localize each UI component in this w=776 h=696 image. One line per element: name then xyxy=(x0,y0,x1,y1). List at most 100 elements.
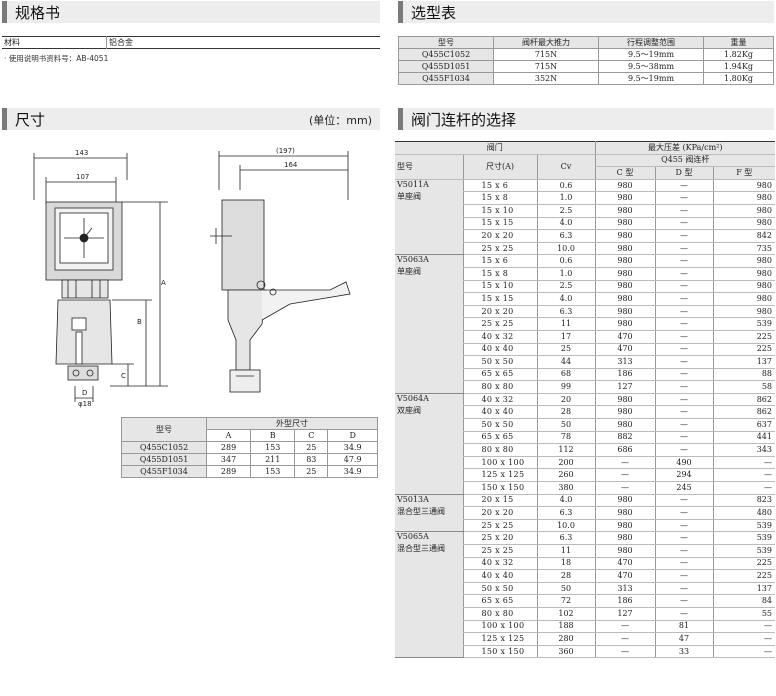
table-row: Q455D1051 715N 9.5～38mm 1.94Kg xyxy=(398,60,774,73)
vt-size: 40 x 32 xyxy=(462,393,537,407)
vt-cv: 4.0 xyxy=(536,292,595,306)
vt-c-type: 980 xyxy=(594,506,655,520)
vt-cv: 78 xyxy=(536,431,595,445)
dims-header-row: 型号 外型尺寸 xyxy=(121,417,378,442)
vt-f-type: 980 xyxy=(712,204,775,218)
vt-cv: 380 xyxy=(536,481,595,495)
vt-size: 40 x 40 xyxy=(462,569,537,583)
vt-cv: 4.0 xyxy=(536,494,595,508)
vt-f-type: 225 xyxy=(712,343,775,357)
dims-d: 34.9 xyxy=(327,465,378,478)
vt-cv: 112 xyxy=(536,443,595,457)
vt-cv: 50 xyxy=(536,582,595,596)
vt-c-type: 186 xyxy=(594,368,655,382)
sel-weight: 1.94Kg xyxy=(703,60,774,73)
dims-a: 289 xyxy=(205,441,252,454)
vt-c-type: 980 xyxy=(594,292,655,306)
dims-h-model: 型号 xyxy=(121,417,207,442)
sel-h-weight: 重量 xyxy=(703,36,774,49)
vt-c-type: — xyxy=(594,456,655,470)
vt-size: 40 x 40 xyxy=(462,405,537,420)
vt-cv: 2.5 xyxy=(536,204,595,218)
vt-h-model: 型号 xyxy=(395,154,463,180)
vt-cv: 200 xyxy=(536,456,595,470)
dims-model: Q455C1052 xyxy=(121,441,207,454)
vt-c-type: 980 xyxy=(594,204,655,218)
dimensions-table: 型号 外型尺寸 A B C D Q455C1052 289 153 25 34.… xyxy=(121,417,378,478)
vt-cv: 50 xyxy=(536,418,595,432)
vt-cv: 1.0 xyxy=(536,267,595,281)
vt-f-type: 842 xyxy=(712,229,775,243)
dim-107-label: 107 xyxy=(76,173,89,181)
vt-size: 20 x 15 xyxy=(462,494,537,508)
vt-d-type: — xyxy=(654,594,713,608)
selection-title: 选型表 xyxy=(411,4,457,22)
vt-cv: 102 xyxy=(536,607,595,621)
vt-c-type: 980 xyxy=(594,405,655,420)
vt-model-desc: 双座阀 xyxy=(397,405,421,415)
vt-f-type: 539 xyxy=(712,531,775,545)
dim-164-label: 164 xyxy=(284,161,298,169)
vt-cv: 188 xyxy=(536,620,595,634)
dims-h-b: B xyxy=(250,429,296,442)
vt-f-type: 55 xyxy=(712,607,775,621)
material-label: 材料 xyxy=(2,36,107,49)
vt-size: 50 x 50 xyxy=(462,418,537,432)
dims-c: 83 xyxy=(294,453,329,466)
vt-size: 15 x 8 xyxy=(462,191,537,205)
vt-d-type: — xyxy=(654,179,713,193)
vt-d-type: — xyxy=(654,519,713,533)
vt-c-type: — xyxy=(594,481,655,495)
vt-c-type: 980 xyxy=(594,179,655,193)
vt-size: 25 x 25 xyxy=(462,544,537,558)
vt-cv: 25 xyxy=(536,343,595,357)
vt-cv: 18 xyxy=(536,557,595,571)
vt-size: 65 x 65 xyxy=(462,594,537,608)
dims-model: Q455F1034 xyxy=(121,465,207,478)
vt-d-type: — xyxy=(654,204,713,218)
dims-a: 347 xyxy=(205,453,252,466)
vt-size: 25 x 20 xyxy=(462,531,537,545)
vt-d-type: — xyxy=(654,267,713,281)
vt-cv: 10.0 xyxy=(536,519,595,533)
vt-cv: 0.6 xyxy=(536,179,595,193)
vt-c-type: 313 xyxy=(594,582,655,596)
vt-c-type: 980 xyxy=(594,494,655,508)
vt-f-type: 88 xyxy=(712,368,775,382)
vt-h-maxdp: 最大压差 (KPa/cm²) xyxy=(594,141,775,155)
vt-d-type: — xyxy=(654,405,713,420)
vt-f-type: 862 xyxy=(712,393,775,407)
dim-143-label: 143 xyxy=(75,149,88,157)
sel-stroke: 9.5～19mm xyxy=(598,48,704,61)
dim-197-label: (197) xyxy=(276,147,295,155)
sel-weight: 1.80Kg xyxy=(703,72,774,85)
dims-d: 47.9 xyxy=(327,453,378,466)
vt-size: 15 x 8 xyxy=(462,267,537,281)
vt-f-type: 980 xyxy=(712,305,775,319)
specs-title: 规格书 xyxy=(15,4,61,22)
vt-c-type: 980 xyxy=(594,418,655,432)
sel-stroke: 9.5～38mm xyxy=(598,60,704,73)
vt-d-type: — xyxy=(654,317,713,331)
vt-f-type: 539 xyxy=(712,544,775,558)
sel-h-model: 型号 xyxy=(398,36,494,49)
sel-thrust: 352N xyxy=(493,72,599,85)
vt-size: 65 x 65 xyxy=(462,431,537,445)
dims-subheader-row: A B C D xyxy=(122,429,378,442)
vt-size: 125 x 125 xyxy=(462,632,537,646)
sel-model: Q455F1034 xyxy=(398,72,494,85)
vt-model: V5013A xyxy=(397,494,429,504)
vt-d-type: — xyxy=(654,380,713,394)
